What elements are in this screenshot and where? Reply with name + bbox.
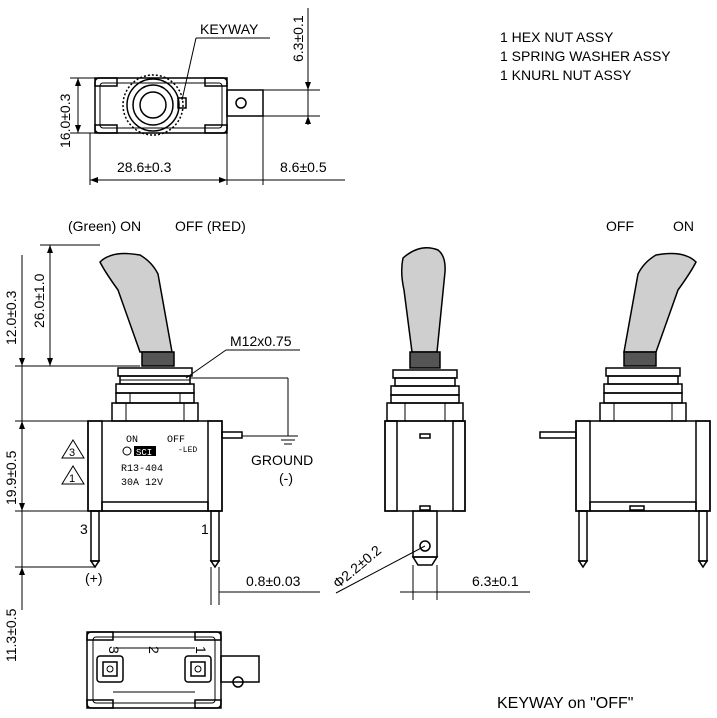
dim-terminal-label: 8.6±0.5 xyxy=(280,159,327,175)
right-off-label: OFF xyxy=(606,218,634,234)
dim-pins: 11.3±0.5 xyxy=(3,608,19,662)
accessory-item: 1 KNURL NUT ASSY xyxy=(500,67,632,83)
bottom-pin2: 2 xyxy=(146,646,162,654)
top-view: KEYWAY 16.0±0.3 28.6±0.3 8.6±0.5 6.3±0.1 xyxy=(57,8,345,185)
dim-width-label: 28.6±0.3 xyxy=(117,159,172,175)
warn-1: 1 xyxy=(69,473,75,485)
ground-sign: (-) xyxy=(279,470,293,486)
dim-height-label: 16.0±0.3 xyxy=(57,93,73,148)
ground-label: GROUND xyxy=(251,452,313,468)
accessories-list: 1 HEX NUT ASSY 1 SPRING WASHER ASSY 1 KN… xyxy=(500,29,671,83)
body-brand: SCI xyxy=(136,448,152,458)
dim-side-tab: 6.3±0.1 xyxy=(472,573,519,589)
dim-hole: Φ2.2±0.2 xyxy=(330,542,385,592)
bottom-pin1: 1 xyxy=(193,646,209,654)
front-view: (Green) ON OFF (RED) ON OFF -LED SCI R13… xyxy=(3,218,320,662)
on-label: (Green) ON xyxy=(68,218,141,234)
thread-label: M12x0.75 xyxy=(230,333,292,349)
body-led: -LED xyxy=(178,446,197,455)
body-rating: 30A 12V xyxy=(121,478,163,489)
accessory-item: 1 SPRING WASHER ASSY xyxy=(500,48,671,64)
body-model: R13-404 xyxy=(121,464,163,475)
pin-1-label: 1 xyxy=(201,521,209,537)
accessory-item: 1 HEX NUT ASSY xyxy=(500,29,614,45)
keyway-label: KEYWAY xyxy=(200,21,259,37)
dim-lever-upper: 12.0±0.3 xyxy=(3,290,19,345)
side-view: Φ2.2±0.2 6.3±0.1 xyxy=(330,247,530,600)
dim-pin-width: 0.8±0.03 xyxy=(246,573,301,589)
warn-3: 3 xyxy=(69,447,75,459)
right-on-label: ON xyxy=(673,218,694,234)
right-view: OFF ON xyxy=(539,218,711,569)
plus-label: (+) xyxy=(85,570,103,586)
bottom-view: 3 2 1 KEYWAY on "OFF" xyxy=(86,631,633,712)
off-label: OFF (RED) xyxy=(175,218,246,234)
pin-3-label: 3 xyxy=(80,521,88,537)
body-off: OFF xyxy=(167,435,185,446)
bottom-pin3: 3 xyxy=(106,646,122,654)
dim-body: 19.9±0.5 xyxy=(3,450,19,505)
keyway-note: KEYWAY on "OFF" xyxy=(497,695,633,712)
dim-lever-total: 26.0±1.0 xyxy=(31,273,47,328)
body-on: ON xyxy=(126,435,138,446)
dim-tab-label: 6.3±0.1 xyxy=(290,15,306,62)
